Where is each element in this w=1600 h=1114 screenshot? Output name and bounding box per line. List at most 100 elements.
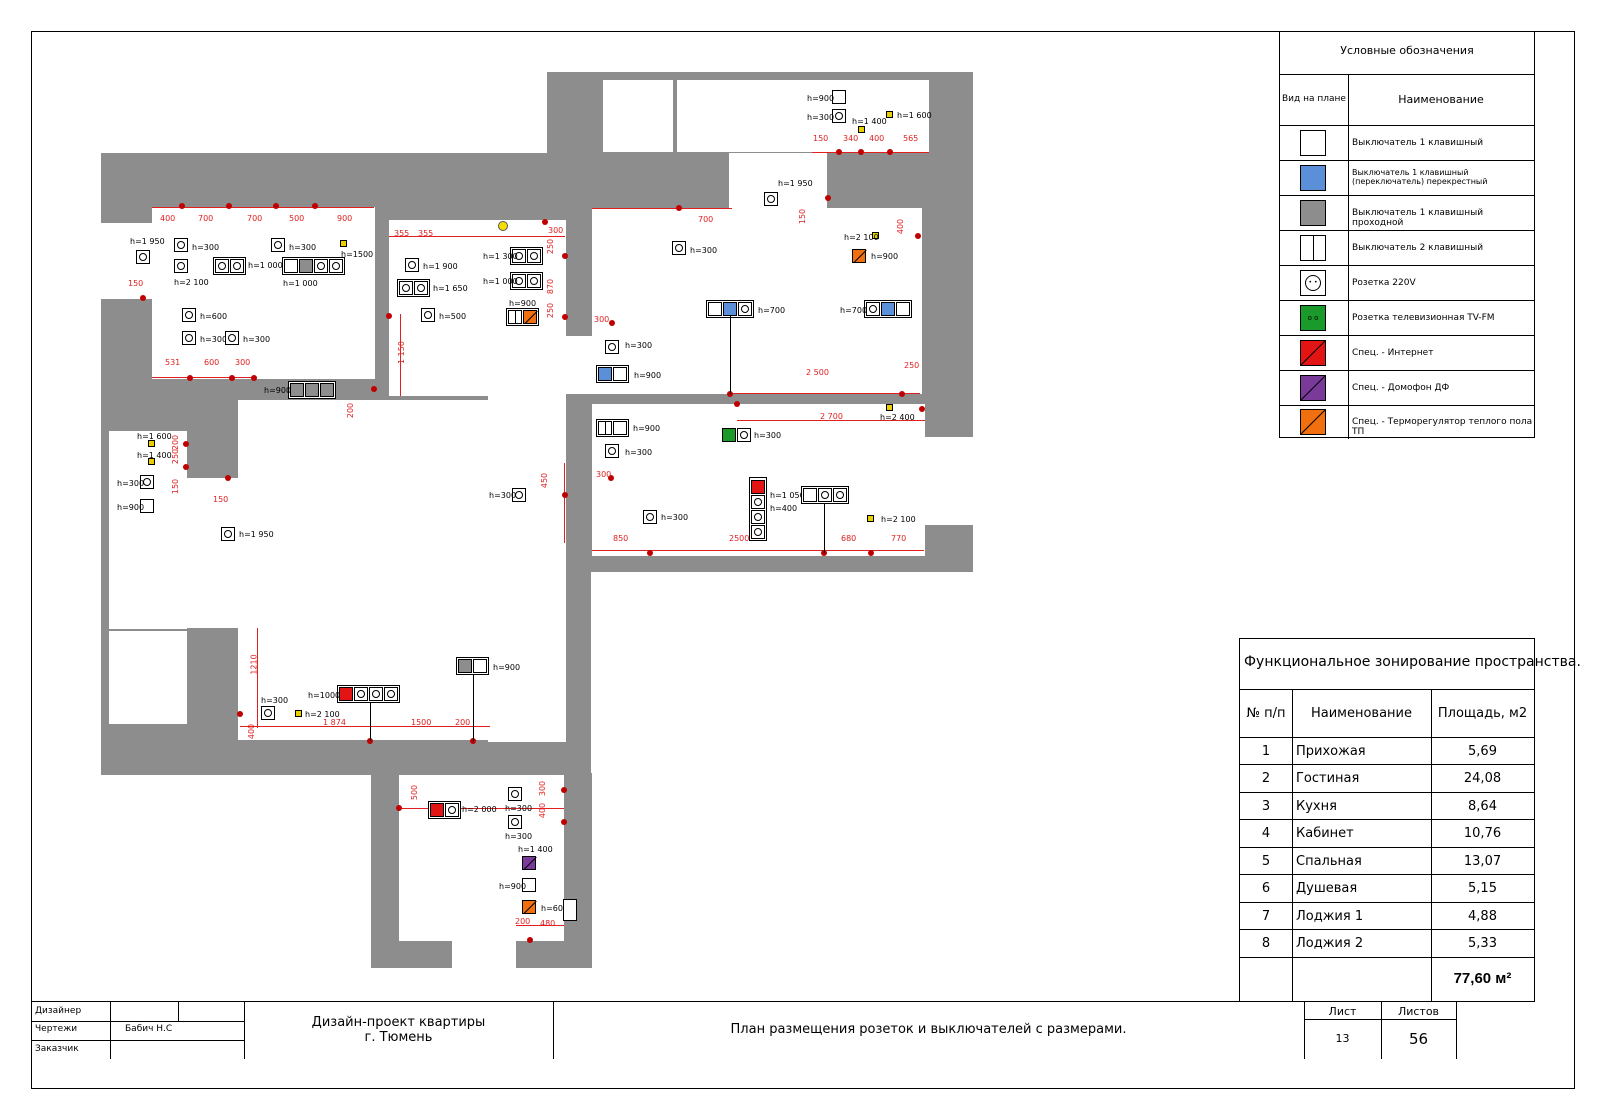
dimension-label: 700 bbox=[247, 214, 263, 223]
height-label: h=600 bbox=[200, 312, 228, 321]
legend-label: Выключатель 1 клавишный bbox=[1352, 138, 1484, 148]
dimension-label: 300 bbox=[548, 226, 564, 235]
switch-pass-icon bbox=[299, 259, 313, 273]
role-customer: Заказчик bbox=[35, 1044, 79, 1054]
height-label: h=300 bbox=[505, 804, 533, 813]
dimension-label: 200 bbox=[515, 917, 531, 926]
junction-box-icon bbox=[340, 240, 347, 247]
room-door-gap bbox=[566, 336, 592, 394]
connection-dot bbox=[140, 295, 146, 301]
socket-icon bbox=[215, 259, 229, 273]
switch-1-icon bbox=[708, 302, 722, 316]
room-entry bbox=[187, 478, 239, 628]
sheet-label: Лист bbox=[1328, 1005, 1357, 1018]
legend-row: Спец. - Интернет bbox=[1280, 335, 1534, 371]
thermostat-icon bbox=[522, 900, 536, 914]
switch-pass-block bbox=[288, 381, 336, 399]
switch-1-icon bbox=[284, 259, 298, 273]
dimension-label: 300 bbox=[235, 358, 251, 367]
switch-block bbox=[596, 365, 629, 383]
socket-icon bbox=[136, 250, 150, 264]
socket-icon bbox=[751, 510, 765, 524]
connection-dot bbox=[562, 492, 568, 498]
leader-line bbox=[473, 674, 474, 741]
connection-dot bbox=[821, 550, 827, 556]
connection-dot bbox=[273, 203, 279, 209]
height-label: h=900 bbox=[499, 882, 527, 891]
height-label: h=900 bbox=[509, 299, 537, 308]
connection-dot bbox=[899, 391, 905, 397]
dim-line-study-top bbox=[737, 420, 925, 421]
room-shower bbox=[399, 775, 564, 941]
room-living bbox=[238, 400, 488, 740]
height-label: h=300 bbox=[505, 832, 533, 841]
legend-label: Спец. - Домофон ДФ bbox=[1352, 383, 1450, 393]
junction-box-icon bbox=[886, 111, 893, 118]
dimension-label: 2 500 bbox=[806, 368, 829, 377]
zoning-cell-area: 5,69 bbox=[1468, 744, 1497, 759]
zoning-cell-name: Кухня bbox=[1296, 799, 1337, 814]
height-label: h=1 000 bbox=[483, 277, 518, 286]
legend-row: Выключатель 1 клавишный проходной bbox=[1280, 195, 1534, 231]
dimension-label: 700 bbox=[698, 215, 714, 224]
dimension-label: 250 bbox=[171, 448, 181, 465]
zoning-row: 5 Спальная 13,07 bbox=[1240, 847, 1534, 875]
drawings-author: Бабич Н.С bbox=[125, 1024, 173, 1034]
connection-dot bbox=[561, 819, 567, 825]
height-label: h=300 bbox=[192, 243, 220, 252]
socket-icon bbox=[643, 510, 657, 524]
zoning-cell-area: 10,76 bbox=[1463, 826, 1502, 841]
height-label: h=300 bbox=[200, 335, 228, 344]
switch-socket-block bbox=[864, 300, 912, 318]
height-label: h=300 bbox=[289, 243, 317, 252]
zoning-cell-area: 5,33 bbox=[1468, 936, 1497, 951]
dim-line-kitchen-top bbox=[152, 207, 374, 208]
height-label: h=700 bbox=[758, 306, 786, 315]
height-label: h=1 600 bbox=[137, 432, 172, 441]
switch-1-icon bbox=[803, 488, 817, 502]
dimension-label: 400 bbox=[538, 802, 548, 819]
dimension-label: 150 bbox=[128, 279, 144, 288]
dim-line-hall-vert bbox=[400, 314, 401, 396]
height-label: h=1500 bbox=[341, 250, 374, 259]
role-drawings: Чертежи bbox=[35, 1024, 78, 1034]
switch-pass-icon bbox=[1300, 200, 1326, 226]
zoning-cell-area: 8,64 bbox=[1468, 799, 1497, 814]
switch-pass-icon bbox=[305, 383, 319, 397]
height-label: h=1 900 bbox=[423, 262, 458, 271]
zoning-header-row: № п/п Наименование Площадь, м2 bbox=[1240, 689, 1534, 738]
socket-icon bbox=[140, 475, 154, 489]
dimension-label: 480 bbox=[540, 919, 556, 928]
legend-row: • • Розетка 220V bbox=[1280, 265, 1534, 301]
socket-icon bbox=[764, 192, 778, 206]
height-label: h=1 950 bbox=[778, 179, 813, 188]
legend-label: Выключатель 1 клавишный проходной bbox=[1352, 208, 1484, 228]
light-icon bbox=[498, 221, 508, 231]
internet-socket-block bbox=[428, 801, 461, 819]
socket-icon bbox=[512, 488, 526, 502]
switch-socket-block bbox=[282, 257, 345, 275]
dimension-label: 1 874 bbox=[323, 718, 346, 727]
switch-pass-block bbox=[456, 657, 489, 675]
dimension-label: 870 bbox=[546, 278, 556, 295]
junction-box-icon bbox=[148, 440, 155, 447]
dimension-label: 400 bbox=[160, 214, 176, 223]
legend-row: Спец. - Терморегулятор теплого пола ТП bbox=[1280, 405, 1534, 439]
height-label: h=2 400 bbox=[880, 413, 915, 422]
dim-line-living-vert bbox=[257, 628, 258, 728]
connection-dot bbox=[371, 386, 377, 392]
connection-dot bbox=[386, 313, 392, 319]
sheet-number: 13 bbox=[1335, 1032, 1350, 1045]
zoning-cell-name: Прихожая bbox=[1296, 744, 1366, 759]
socket-icon bbox=[833, 488, 847, 502]
connection-dot bbox=[734, 401, 740, 407]
connection-dot bbox=[915, 233, 921, 239]
legend-row: Выключатель 1 клавишный bbox=[1280, 125, 1534, 161]
height-label: h=900 bbox=[493, 663, 521, 672]
dimension-label: 500 bbox=[410, 784, 420, 801]
legend-col-view: Вид на плане bbox=[1280, 75, 1349, 126]
height-label: h=900 bbox=[807, 94, 835, 103]
connection-dot bbox=[470, 738, 476, 744]
switch-1-icon bbox=[473, 659, 487, 673]
switch-cross-icon bbox=[1300, 165, 1326, 191]
